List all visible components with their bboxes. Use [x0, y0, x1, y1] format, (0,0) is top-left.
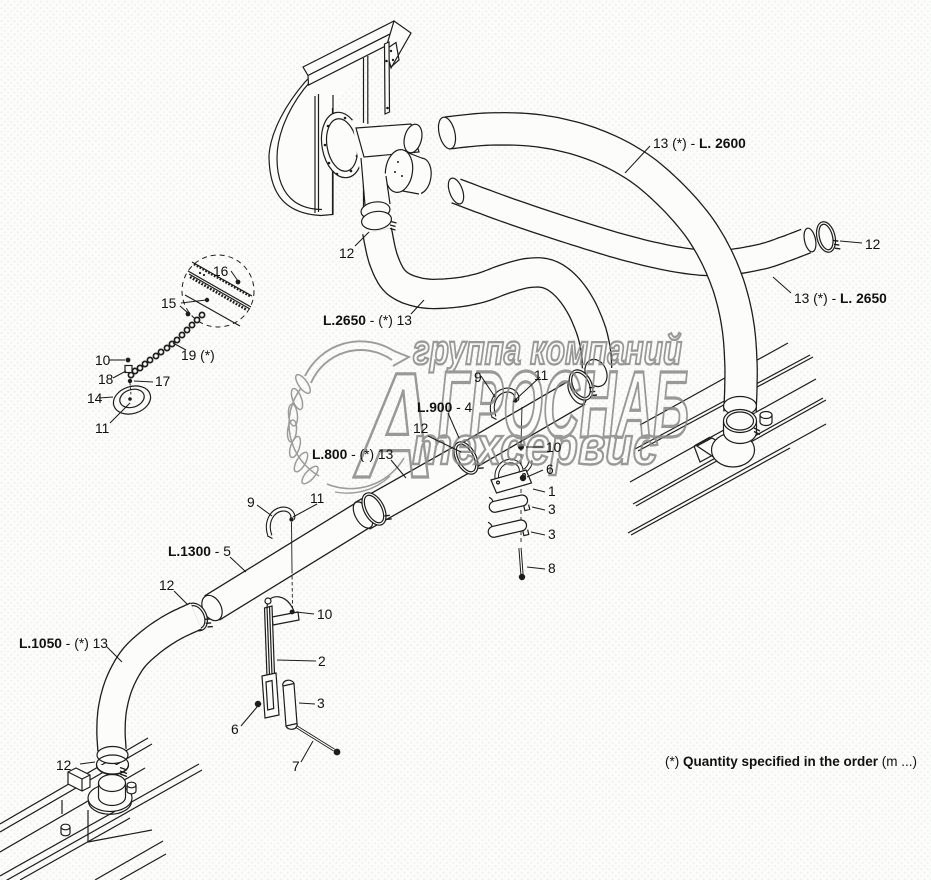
svg-text:группа компаний: группа компаний	[413, 326, 682, 373]
svg-text:8: 8	[548, 561, 556, 576]
svg-text:11: 11	[534, 368, 548, 383]
svg-text:ГРОСНАБ: ГРОСНАБ	[438, 352, 689, 458]
svg-text:L.1050 - (*) 13: L.1050 - (*) 13	[19, 636, 108, 651]
svg-text:3: 3	[548, 502, 556, 517]
svg-text:11: 11	[310, 491, 324, 506]
svg-text:6: 6	[231, 722, 239, 737]
svg-text:2: 2	[318, 654, 326, 669]
svg-text:10: 10	[95, 353, 111, 368]
svg-text:L.1300 - 5: L.1300 - 5	[168, 544, 231, 559]
svg-text:(*) Quantity specified in the: (*) Quantity specified in the order (m .…	[665, 754, 917, 769]
svg-text:3: 3	[548, 527, 556, 542]
svg-text:L.900 - 4: L.900 - 4	[417, 400, 473, 415]
svg-text:17: 17	[155, 374, 170, 389]
svg-text:12: 12	[56, 758, 71, 773]
svg-text:7: 7	[292, 759, 300, 774]
svg-text:L.2650 - (*) 13: L.2650 - (*) 13	[323, 313, 412, 328]
svg-text:16: 16	[213, 264, 229, 279]
svg-text:18: 18	[98, 372, 114, 387]
svg-text:1: 1	[548, 484, 556, 499]
svg-text:12: 12	[865, 237, 880, 252]
svg-text:А: А	[353, 341, 436, 509]
svg-text:6: 6	[546, 462, 554, 477]
svg-text:12: 12	[339, 246, 354, 261]
svg-text:13 (*) - L. 2600: 13 (*) - L. 2600	[653, 136, 746, 151]
svg-text:9: 9	[474, 370, 482, 385]
svg-text:L.800 - (*) 13: L.800 - (*) 13	[312, 447, 394, 462]
svg-text:12: 12	[413, 421, 428, 436]
svg-text:12: 12	[159, 578, 174, 593]
svg-text:15: 15	[161, 296, 177, 311]
svg-text:10: 10	[546, 440, 562, 455]
svg-text:3: 3	[317, 696, 325, 711]
svg-text:14: 14	[87, 391, 103, 406]
svg-text:19 (*): 19 (*)	[181, 348, 215, 363]
svg-text:9: 9	[247, 495, 255, 510]
svg-text:10: 10	[317, 607, 333, 622]
svg-text:13 (*) - L. 2650: 13 (*) - L. 2650	[794, 291, 887, 306]
svg-text:11: 11	[95, 421, 109, 436]
